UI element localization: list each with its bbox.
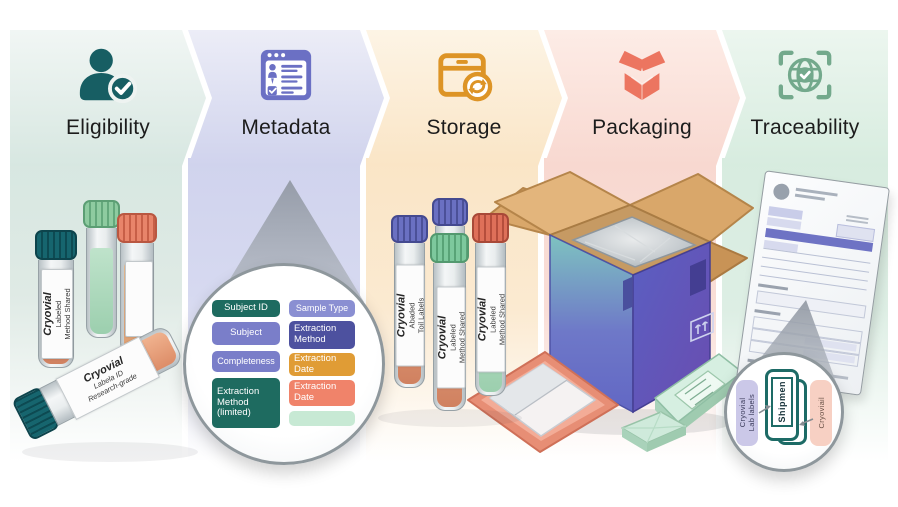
field-pill: Subject [212, 322, 280, 345]
stage-label: Metadata [241, 116, 331, 139]
field-pill: Sample Type [289, 300, 355, 317]
vial-liquid [89, 248, 114, 334]
globe-check-scan-icon [774, 40, 836, 110]
field-pill: Subject ID [212, 300, 280, 317]
packaging-illustration [467, 171, 754, 453]
vial-cap [430, 233, 469, 263]
field-pill: Completeness [212, 351, 280, 372]
vial-body [85, 228, 118, 338]
cryovial-coral-cap: Cryovial Labeled Method Shared [472, 213, 509, 396]
vial-label: Cryovial Labeled Method Shared [435, 286, 466, 389]
stage-label: Packaging [592, 116, 692, 139]
field-pill: Extraction Date [289, 380, 355, 406]
vial-label: Cryovial Abaded Toil Labels [394, 264, 425, 367]
field-pill: Extraction Method (limited) [212, 378, 280, 428]
vial-cap [83, 200, 120, 228]
stage-storage: Storage [366, 30, 562, 166]
vial-body: Cryovial Labeled Method Shared [432, 263, 467, 411]
vial-label: Cryovial Labela ID Research-grade [55, 336, 160, 421]
storage-box-sync-icon [433, 40, 495, 110]
cryovial-purple-cap: Cryovial Abaded Toil Labels [391, 215, 428, 388]
vial-label-line: Abaded [406, 302, 416, 329]
vial-label-line: Labeled [487, 306, 497, 333]
vial-label-title: Cryovial [475, 297, 488, 342]
vial-label-line: Method Shared [496, 293, 506, 346]
open-box-icon [610, 40, 674, 110]
person-check-icon [75, 40, 141, 110]
field-pill: Extraction Date [289, 353, 355, 376]
stage-label: Traceability [750, 116, 860, 139]
cryovial-green-cap [83, 200, 120, 338]
vial-body: Cryovial Labeled Method Shared [474, 243, 507, 396]
stage-traceability: Traceability [722, 30, 888, 166]
stage-packaging: Packaging [544, 30, 740, 166]
metadata-magnifier-circle: Subject ID Subject Completeness Extracti… [183, 263, 385, 465]
stage-label: Storage [426, 116, 502, 139]
vial-cap [472, 213, 509, 243]
link-arrows [758, 405, 814, 426]
field-pill: Extraction Method [289, 321, 355, 349]
vial-label-line: Method Shared [62, 288, 72, 340]
vial-label: Cryovial Labeled Method Shared [475, 266, 506, 373]
vial-cap [432, 198, 468, 226]
lab-labels-tag: Cryovial Lab labels [736, 380, 758, 446]
vial-body: Cryovial Labeled Method Shared [37, 260, 75, 368]
vial-label-title: Cryovial [41, 292, 54, 336]
stage-metadata: Metadata [188, 30, 384, 166]
vial-label-line: Labeled [53, 300, 63, 328]
vial-label-title: Cryovial [394, 293, 407, 338]
field-pill-empty [289, 411, 355, 426]
vial-cap [391, 215, 428, 243]
form-checklist-icon [257, 40, 315, 110]
cryovial-tag: Cryoviail [810, 380, 832, 446]
vial-label-title: Cryovial [435, 315, 448, 360]
vial-label-line: Labeled [447, 324, 457, 351]
traceability-magnifier-circle: Cryovial Lab labels Cryoviail Shipmen [724, 352, 844, 472]
vial-cap [117, 213, 157, 243]
vial-cap [35, 230, 77, 260]
vial-label-line: Method Shared [456, 311, 466, 364]
stage-eligibility: Eligibility [10, 30, 206, 166]
vial-body: Cryovial Abaded Toil Labels [393, 243, 426, 388]
cryovial-green-cap-labeled: Cryovial Labeled Method Shared [430, 233, 469, 411]
cryovial-teal-cap: Cryovial Labeled Method Shared [35, 230, 77, 368]
stage-label: Eligibility [66, 116, 150, 139]
vial-label-line: Toil Labels [415, 297, 425, 334]
